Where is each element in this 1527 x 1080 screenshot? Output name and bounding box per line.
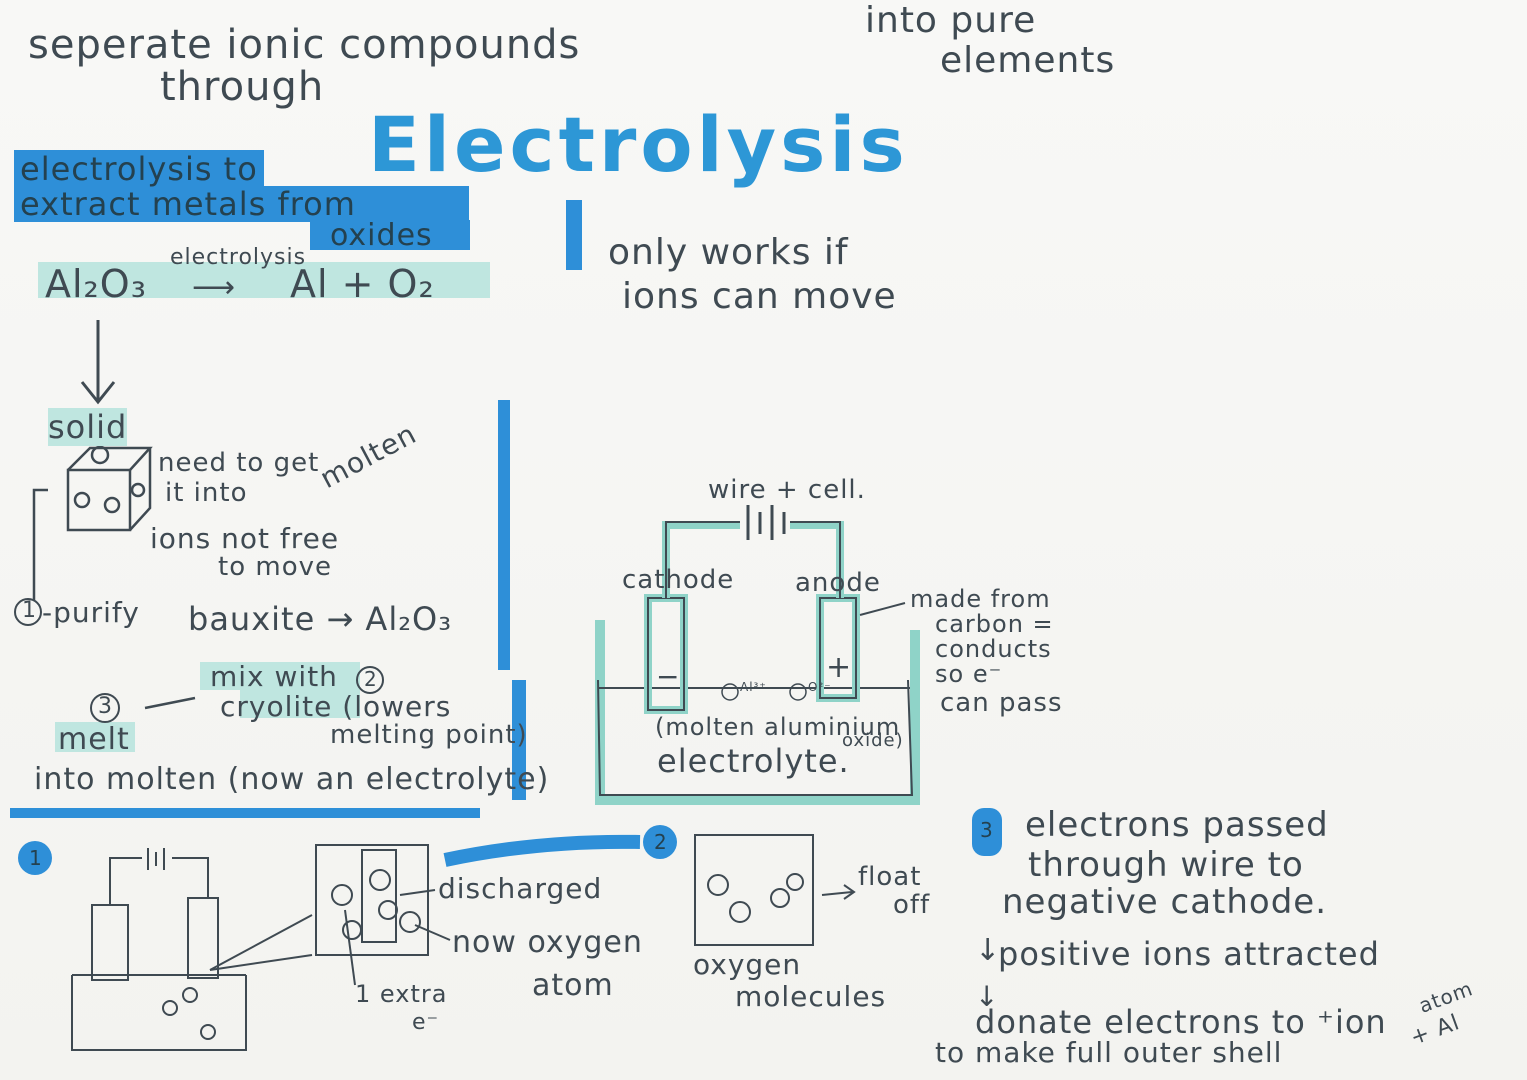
circle-number — [356, 666, 384, 694]
step3-number: 3 — [98, 694, 113, 719]
ions-not-free-1: ions not free — [150, 522, 340, 555]
step1-reaction: bauxite → Al₂O₃ — [188, 600, 453, 638]
electrons-passed-3: negative cathode. — [1002, 882, 1328, 922]
top-left-line1: seperate ionic compounds — [28, 22, 581, 68]
step1-text: -purify — [42, 596, 140, 629]
top-right-line1: into pure — [865, 0, 1037, 41]
wire-cell-label: wire + cell. — [708, 475, 866, 505]
down-arrow-small-icon-2: ↓ — [975, 980, 1000, 1013]
extra-electron-2: e⁻ — [412, 1010, 440, 1035]
highlight-block — [240, 690, 360, 718]
bottom-step-1: 1 — [29, 846, 43, 870]
aluminium-ion-label: Al³⁺ — [740, 680, 767, 694]
discharged-label: discharged — [438, 872, 603, 905]
electrolyte-line3: electrolyte. — [657, 742, 850, 780]
highlight-block — [14, 150, 264, 188]
circle-number — [90, 693, 120, 723]
bottom-step-2: 2 — [654, 830, 668, 854]
anode-sign: + — [826, 650, 853, 685]
anode-note-4: so e⁻ — [935, 660, 1003, 688]
float-off-1: float — [858, 862, 922, 892]
electrolysis-cell-diagram — [595, 505, 920, 805]
step2-number: 2 — [364, 667, 378, 691]
anode-note-1: made from — [910, 585, 1051, 613]
electrolyte-line2: oxide) — [842, 730, 904, 751]
circle-number — [14, 598, 42, 626]
bracket-bar — [566, 200, 582, 270]
step3-result: into molten (now an electrolyte) — [34, 762, 550, 797]
now-oxygen-1: now oxygen — [452, 925, 643, 960]
equation-condition: electrolysis — [170, 245, 307, 270]
only-works-line2: ions can move — [622, 276, 897, 317]
now-oxygen-2: atom — [532, 968, 614, 1003]
electrons-passed-1: electrons passed — [1025, 805, 1329, 845]
equation-reactant: Al₂O₃ — [45, 262, 147, 306]
donate-line2: to make full outer shell — [935, 1036, 1283, 1069]
need-molten-2: it into — [165, 478, 248, 508]
anode-label: anode — [795, 568, 881, 598]
divider-bar — [10, 808, 480, 818]
need-molten-1: need to get — [158, 448, 320, 478]
extract-heading-1: electrolysis to — [20, 150, 258, 188]
step3-text: melt — [58, 722, 130, 757]
step-3-badge — [972, 808, 1002, 856]
process-arrow — [443, 834, 641, 867]
extra-electron-1: 1 extra — [355, 980, 448, 1008]
connector-line — [32, 488, 48, 600]
electrolyte-line1: (molten aluminium — [655, 713, 901, 741]
ionic-lattice-cube-icon — [66, 445, 153, 532]
step2-line3: melting point) — [330, 720, 528, 750]
step1-number: 1 — [22, 598, 37, 623]
electrons-passed-2: through wire to — [1028, 845, 1304, 885]
oxygen-molecules-2: molecules — [735, 980, 887, 1013]
page-title: Electrolysis — [368, 100, 909, 189]
top-right-line2: elements — [940, 40, 1116, 81]
donate-line1: donate electrons to ⁺ion — [975, 1003, 1387, 1041]
solid-label: solid — [48, 408, 128, 446]
only-works-line1: only works if — [608, 232, 849, 273]
down-arrow-small-icon: ↓ — [975, 933, 1002, 968]
oxygen-molecules-1: oxygen — [693, 948, 802, 981]
highlight-block — [38, 262, 490, 298]
equation-product: Al + O₂ — [290, 262, 435, 306]
step-2-badge — [643, 825, 677, 859]
highlight-block — [55, 722, 135, 752]
divider-bar — [512, 680, 526, 800]
extract-heading-2: extract metals from — [20, 185, 356, 223]
arrow-line — [144, 696, 196, 710]
divider-bar — [498, 400, 510, 670]
down-arrow-head — [80, 381, 116, 405]
anode-note-5: can pass — [940, 688, 1063, 718]
highlight-block — [310, 220, 470, 250]
small-cell-diagram — [71, 848, 313, 1051]
anode-note-3: conducts — [935, 635, 1052, 663]
anode-note-2: carbon = — [935, 610, 1054, 638]
zoom-box-diagram — [315, 844, 451, 986]
ions-not-free-2: to move — [218, 552, 332, 582]
oxygen-molecules-box — [694, 834, 856, 946]
step2-line2: cryolite (lowers — [220, 690, 452, 723]
cathode-label: cathode — [622, 565, 735, 595]
step2-line1: mix with — [210, 660, 338, 693]
positive-ions-text: positive ions attracted — [998, 935, 1380, 973]
cathode-sign: − — [656, 660, 681, 693]
highlight-block — [14, 186, 469, 222]
oxide-ion-label: O²⁻ — [808, 680, 832, 694]
top-left-line2: through — [160, 64, 325, 110]
float-off-2: off — [893, 890, 931, 920]
bottom-step-3: 3 — [980, 818, 994, 842]
step-1-badge — [18, 841, 52, 875]
highlight-block — [200, 662, 360, 690]
equation-arrow-icon: ⟶ — [192, 270, 237, 305]
extract-heading-3: oxides — [330, 218, 433, 253]
